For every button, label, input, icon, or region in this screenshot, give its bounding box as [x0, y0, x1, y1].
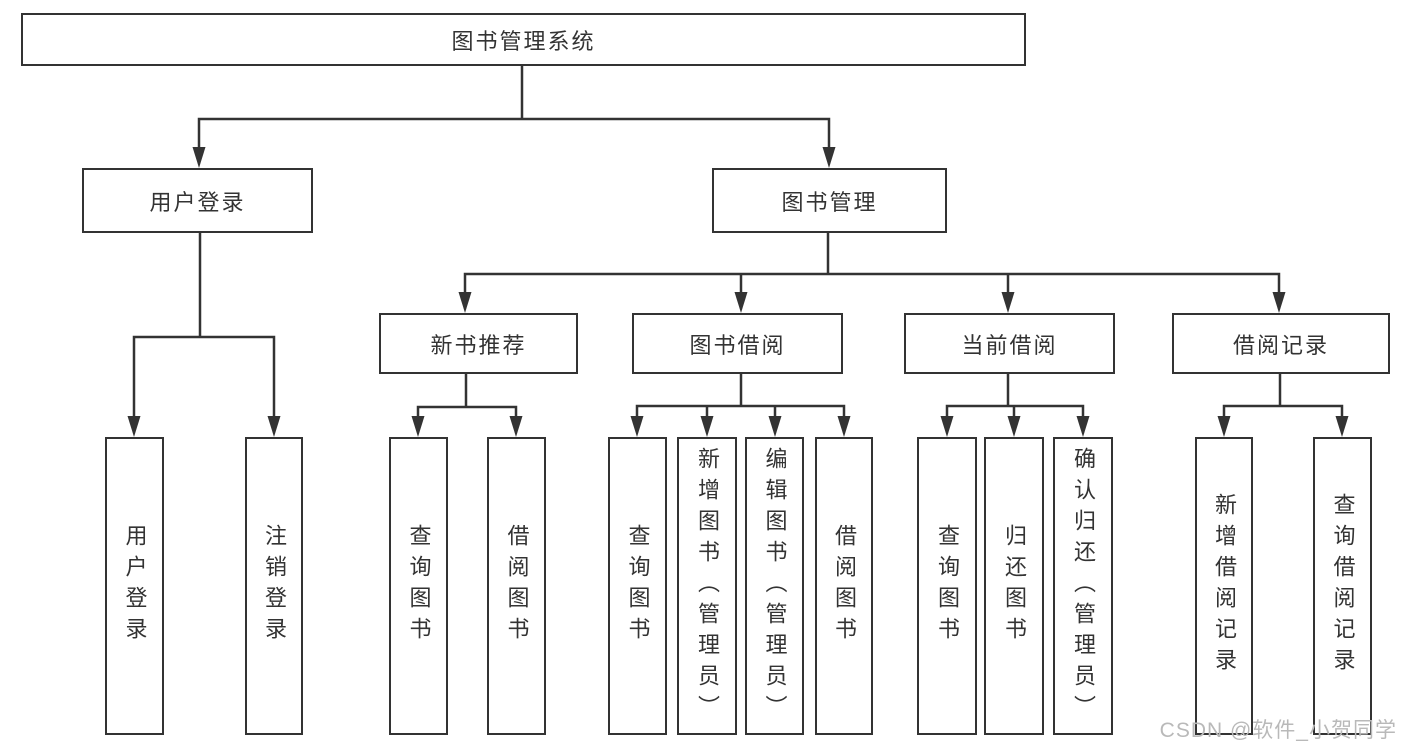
arrowhead	[700, 416, 714, 437]
node-label: 查询借阅记录	[1330, 493, 1356, 679]
leaf-return-books: 归还图书	[984, 437, 1044, 735]
node-label: 借阅图书	[832, 524, 857, 648]
arrowhead	[1007, 416, 1021, 437]
arrowhead	[1001, 292, 1015, 313]
node-label: 注销登录	[262, 524, 287, 648]
node-new-book-recommendation: 新书推荐	[379, 313, 578, 374]
leaf-query-books-2: 查询图书	[608, 437, 667, 735]
node-label: 新增借阅记录	[1212, 493, 1237, 679]
edge-root-to-level2	[192, 66, 836, 168]
node-label: 查询图书	[935, 524, 960, 648]
arrowhead	[1217, 416, 1231, 437]
leaf-query-borrow-record: 查询借阅记录	[1313, 437, 1372, 735]
node-label: 确认归还（管理员）	[1071, 446, 1096, 726]
arrowhead	[630, 416, 644, 437]
edge-book-borrow-to-leaves	[630, 374, 851, 437]
node-label: 图书借阅	[689, 332, 786, 358]
leaf-logout: 注销登录	[245, 437, 303, 735]
leaf-borrow-books-1: 借阅图书	[487, 437, 546, 735]
node-label: 新增图书（管理员）	[695, 446, 720, 726]
arrowhead	[837, 416, 851, 437]
node-label: 图书管理	[781, 189, 878, 215]
node-label: 用户登录	[122, 524, 148, 648]
leaf-add-books-admin: 新增图书（管理员）	[677, 437, 737, 735]
node-borrowing-records: 借阅记录	[1172, 313, 1390, 374]
arrowhead	[768, 416, 782, 437]
node-label: 用户登录	[149, 189, 246, 215]
node-label: 查询图书	[625, 524, 651, 648]
arrowhead	[1272, 292, 1286, 313]
node-library-management-system: 图书管理系统	[21, 13, 1026, 66]
leaf-confirm-return-admin: 确认归还（管理员）	[1053, 437, 1113, 735]
node-label: 借阅记录	[1232, 332, 1329, 358]
arrowhead	[127, 416, 141, 437]
leaf-borrow-books-2: 借阅图书	[815, 437, 873, 735]
arrowhead	[267, 416, 281, 437]
node-current-borrowing: 当前借阅	[904, 313, 1115, 374]
arrowhead	[509, 416, 523, 437]
edge-borrow-rec-to-leaves	[1217, 374, 1349, 437]
arrowhead	[1335, 416, 1349, 437]
leaf-add-borrow-record: 新增借阅记录	[1195, 437, 1253, 735]
arrowhead	[411, 416, 425, 437]
leaf-query-books-3: 查询图书	[917, 437, 977, 735]
node-book-management: 图书管理	[712, 168, 947, 233]
node-label: 查询图书	[406, 524, 432, 648]
node-label: 新书推荐	[430, 332, 527, 358]
edge-user-login-to-leaves	[127, 233, 281, 437]
arrowhead	[192, 147, 206, 168]
edge-new-book-rec-to-leaves	[411, 374, 523, 437]
csdn-watermark: CSDN @软件_小贺同学	[1159, 719, 1397, 742]
node-label: 编辑图书（管理员）	[762, 446, 788, 726]
leaf-edit-books-admin: 编辑图书（管理员）	[745, 437, 804, 735]
node-label: 借阅图书	[504, 524, 530, 648]
node-book-borrowing: 图书借阅	[632, 313, 843, 374]
edge-book-mgmt-to-level3	[458, 233, 1286, 313]
edge-cur-borrow-to-leaves	[940, 374, 1090, 437]
node-label: 归还图书	[1002, 524, 1027, 648]
arrowhead	[734, 292, 748, 313]
arrowhead	[822, 147, 836, 168]
node-label: 图书管理系统	[451, 28, 596, 54]
arrowhead	[940, 416, 954, 437]
node-label: 当前借阅	[961, 332, 1058, 358]
arrowhead	[1076, 416, 1090, 437]
leaf-user-login: 用户登录	[105, 437, 164, 735]
arrowhead	[458, 292, 472, 313]
leaf-query-books-1: 查询图书	[389, 437, 448, 735]
node-user-login: 用户登录	[82, 168, 313, 233]
